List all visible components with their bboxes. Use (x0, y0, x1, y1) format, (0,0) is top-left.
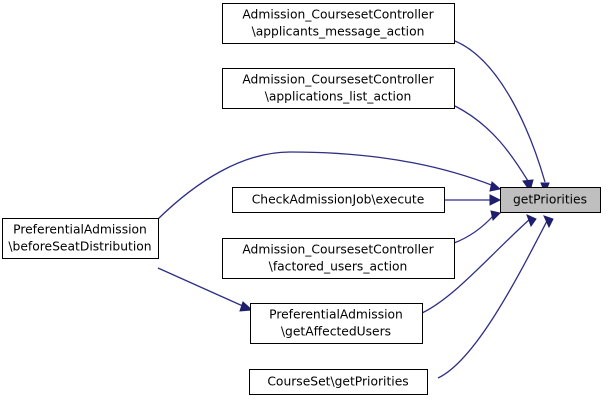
node-box-applications-list-action[interactable] (222, 68, 455, 109)
arrowhead-getaffectedusers (526, 214, 537, 228)
node-label-get-affected-users-line1: PreferentialAdmission (269, 308, 403, 322)
edge-coursesetgetpriorities-to-getpriorities (437, 218, 549, 379)
node-courseset-get-priorities[interactable]: CourseSet\getPriorities (249, 369, 428, 395)
edge-beforeseat-to-getaffectedusers (157, 267, 246, 308)
node-label-factored-users-action-line2: \factored_users_action (269, 260, 408, 274)
node-box-before-seat-distribution[interactable] (2, 218, 159, 259)
node-box-courseset-get-priorities[interactable] (249, 369, 428, 395)
node-label-get-priorities: getPriorities (513, 193, 587, 207)
node-label-applicants-message-action-line2: \applicants_message_action (252, 25, 425, 39)
node-label-get-affected-users-line2: \getAffectedUsers (281, 325, 391, 339)
node-label-courseset-get-priorities: CourseSet\getPriorities (267, 375, 408, 389)
node-box-get-priorities[interactable] (500, 187, 601, 213)
node-box-applicants-message-action[interactable] (222, 3, 455, 44)
node-label-applicants-message-action-line1: Admission_CoursesetController (242, 8, 434, 22)
node-label-factored-users-action-line1: Admission_CoursesetController (242, 243, 434, 257)
node-label-before-seat-distribution-line1: PreferentialAdmission (13, 223, 147, 237)
node-label-check-admission-job-execute: CheckAdmissionJob\execute (252, 193, 425, 207)
arrowhead-beforeseat-top (489, 181, 502, 192)
edge-getaffectedusers-to-getpriorities (421, 218, 531, 314)
node-get-affected-users[interactable]: PreferentialAdmission \getAffectedUsers (250, 303, 423, 344)
node-get-priorities[interactable]: getPriorities (500, 187, 601, 213)
node-applicants-message-action[interactable]: Admission_CoursesetController \applicant… (222, 3, 455, 44)
node-label-before-seat-distribution-line2: \beforeSeatDistribution (8, 240, 151, 254)
node-label-applications-list-action-line2: \applications_list_action (265, 90, 412, 104)
node-check-admission-job-execute[interactable]: CheckAdmissionJob\execute (232, 187, 445, 213)
node-box-get-affected-users[interactable] (250, 303, 423, 344)
arrowhead-beforeseat-getaffectedusers (239, 301, 254, 312)
arrowhead-coursesetgetpriorities (543, 215, 554, 229)
edge-applications-list-to-getpriorities (454, 105, 529, 182)
node-box-factored-users-action[interactable] (222, 238, 455, 279)
node-label-applications-list-action-line1: Admission_CoursesetController (242, 73, 434, 87)
edge-applicants-message-to-getpriorities (454, 40, 546, 183)
edge-beforeseat-to-getpriorities (157, 151, 495, 220)
node-box-check-admission-job-execute[interactable] (232, 187, 445, 213)
node-before-seat-distribution[interactable]: PreferentialAdmission \beforeSeatDistrib… (2, 218, 159, 259)
arrowhead-checkadmissionjob (489, 194, 502, 206)
node-factored-users-action[interactable]: Admission_CoursesetController \factored_… (222, 238, 455, 279)
arrowhead-factoredusers (490, 210, 501, 221)
node-applications-list-action[interactable]: Admission_CoursesetController \applicati… (222, 68, 455, 109)
edge-factoredusers-to-getpriorities (453, 214, 495, 244)
